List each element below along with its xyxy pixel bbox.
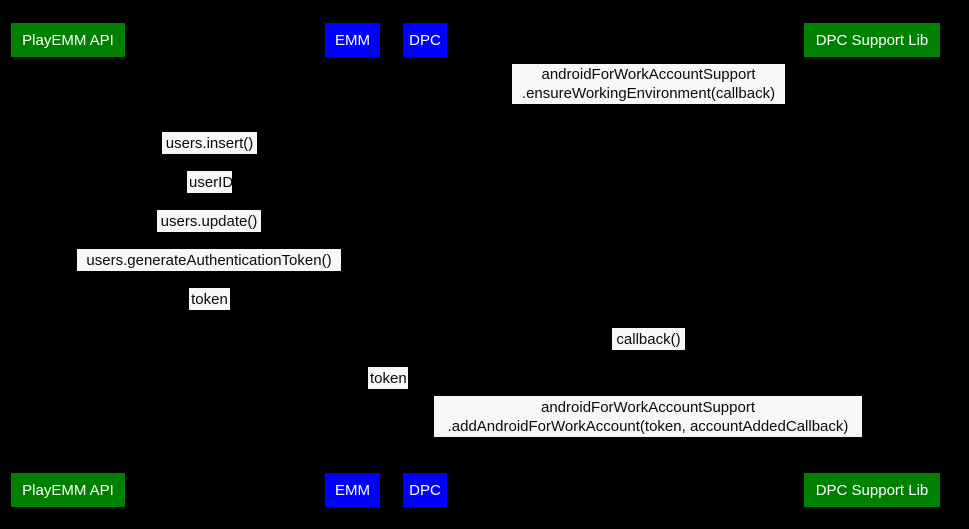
- participant-label: DPC Support Lib: [815, 31, 929, 49]
- msg-ensure-working-environment: androidForWorkAccountSupport .ensureWorki…: [512, 64, 785, 104]
- participant-header-playemm-api[interactable]: PlayEMM API: [11, 23, 125, 57]
- message-line: users.insert(): [165, 134, 254, 152]
- msg-userid: userID: [187, 171, 234, 193]
- participant-label: EMM: [335, 31, 370, 49]
- message-line: userID: [189, 173, 234, 191]
- msg-token-upper: token: [189, 288, 230, 310]
- participant-label: DPC: [409, 481, 441, 499]
- message-line: androidForWorkAccountSupport: [541, 66, 756, 83]
- message-line: token: [191, 290, 228, 308]
- participant-header-emm[interactable]: EMM: [325, 23, 380, 57]
- participant-label: PlayEMM API: [22, 31, 114, 49]
- lifeline-emm: [352, 57, 354, 473]
- message-line: users.update(): [160, 212, 258, 230]
- message-line: users.generateAuthenticationToken(): [86, 251, 332, 269]
- message-line: androidForWorkAccountSupport: [541, 398, 755, 416]
- message-line: callback(): [616, 330, 681, 348]
- lifeline-dpc-support-lib: [872, 57, 873, 473]
- message-line: .ensureWorkingEnvironment(callback): [521, 85, 776, 102]
- participant-header-dpc-support-lib[interactable]: DPC Support Lib: [804, 23, 940, 57]
- participant-label: EMM: [335, 481, 370, 499]
- participant-label: DPC: [409, 31, 441, 49]
- message-line: token: [370, 369, 407, 387]
- msg-callback: callback(): [612, 328, 685, 350]
- msg-generate-authentication-token: users.generateAuthenticationToken(): [77, 249, 341, 271]
- lifeline-dpc: [425, 57, 426, 473]
- participant-label: DPC Support Lib: [815, 481, 929, 499]
- msg-users-update: users.update(): [157, 210, 261, 232]
- msg-users-insert: users.insert(): [162, 132, 257, 154]
- participant-footer-dpc-support-lib[interactable]: DPC Support Lib: [804, 473, 940, 507]
- lifeline-playemm-api: [68, 57, 69, 473]
- participant-label: PlayEMM API: [22, 481, 114, 499]
- msg-add-android-for-work-account: androidForWorkAccountSupport.addAndroidF…: [434, 396, 862, 437]
- msg-token-lower: token: [368, 367, 408, 389]
- message-line: .addAndroidForWorkAccount(token, account…: [447, 417, 849, 435]
- participant-footer-emm[interactable]: EMM: [325, 473, 380, 507]
- participant-footer-dpc[interactable]: DPC: [403, 473, 447, 507]
- participant-header-dpc[interactable]: DPC: [403, 23, 447, 57]
- participant-footer-playemm-api[interactable]: PlayEMM API: [11, 473, 125, 507]
